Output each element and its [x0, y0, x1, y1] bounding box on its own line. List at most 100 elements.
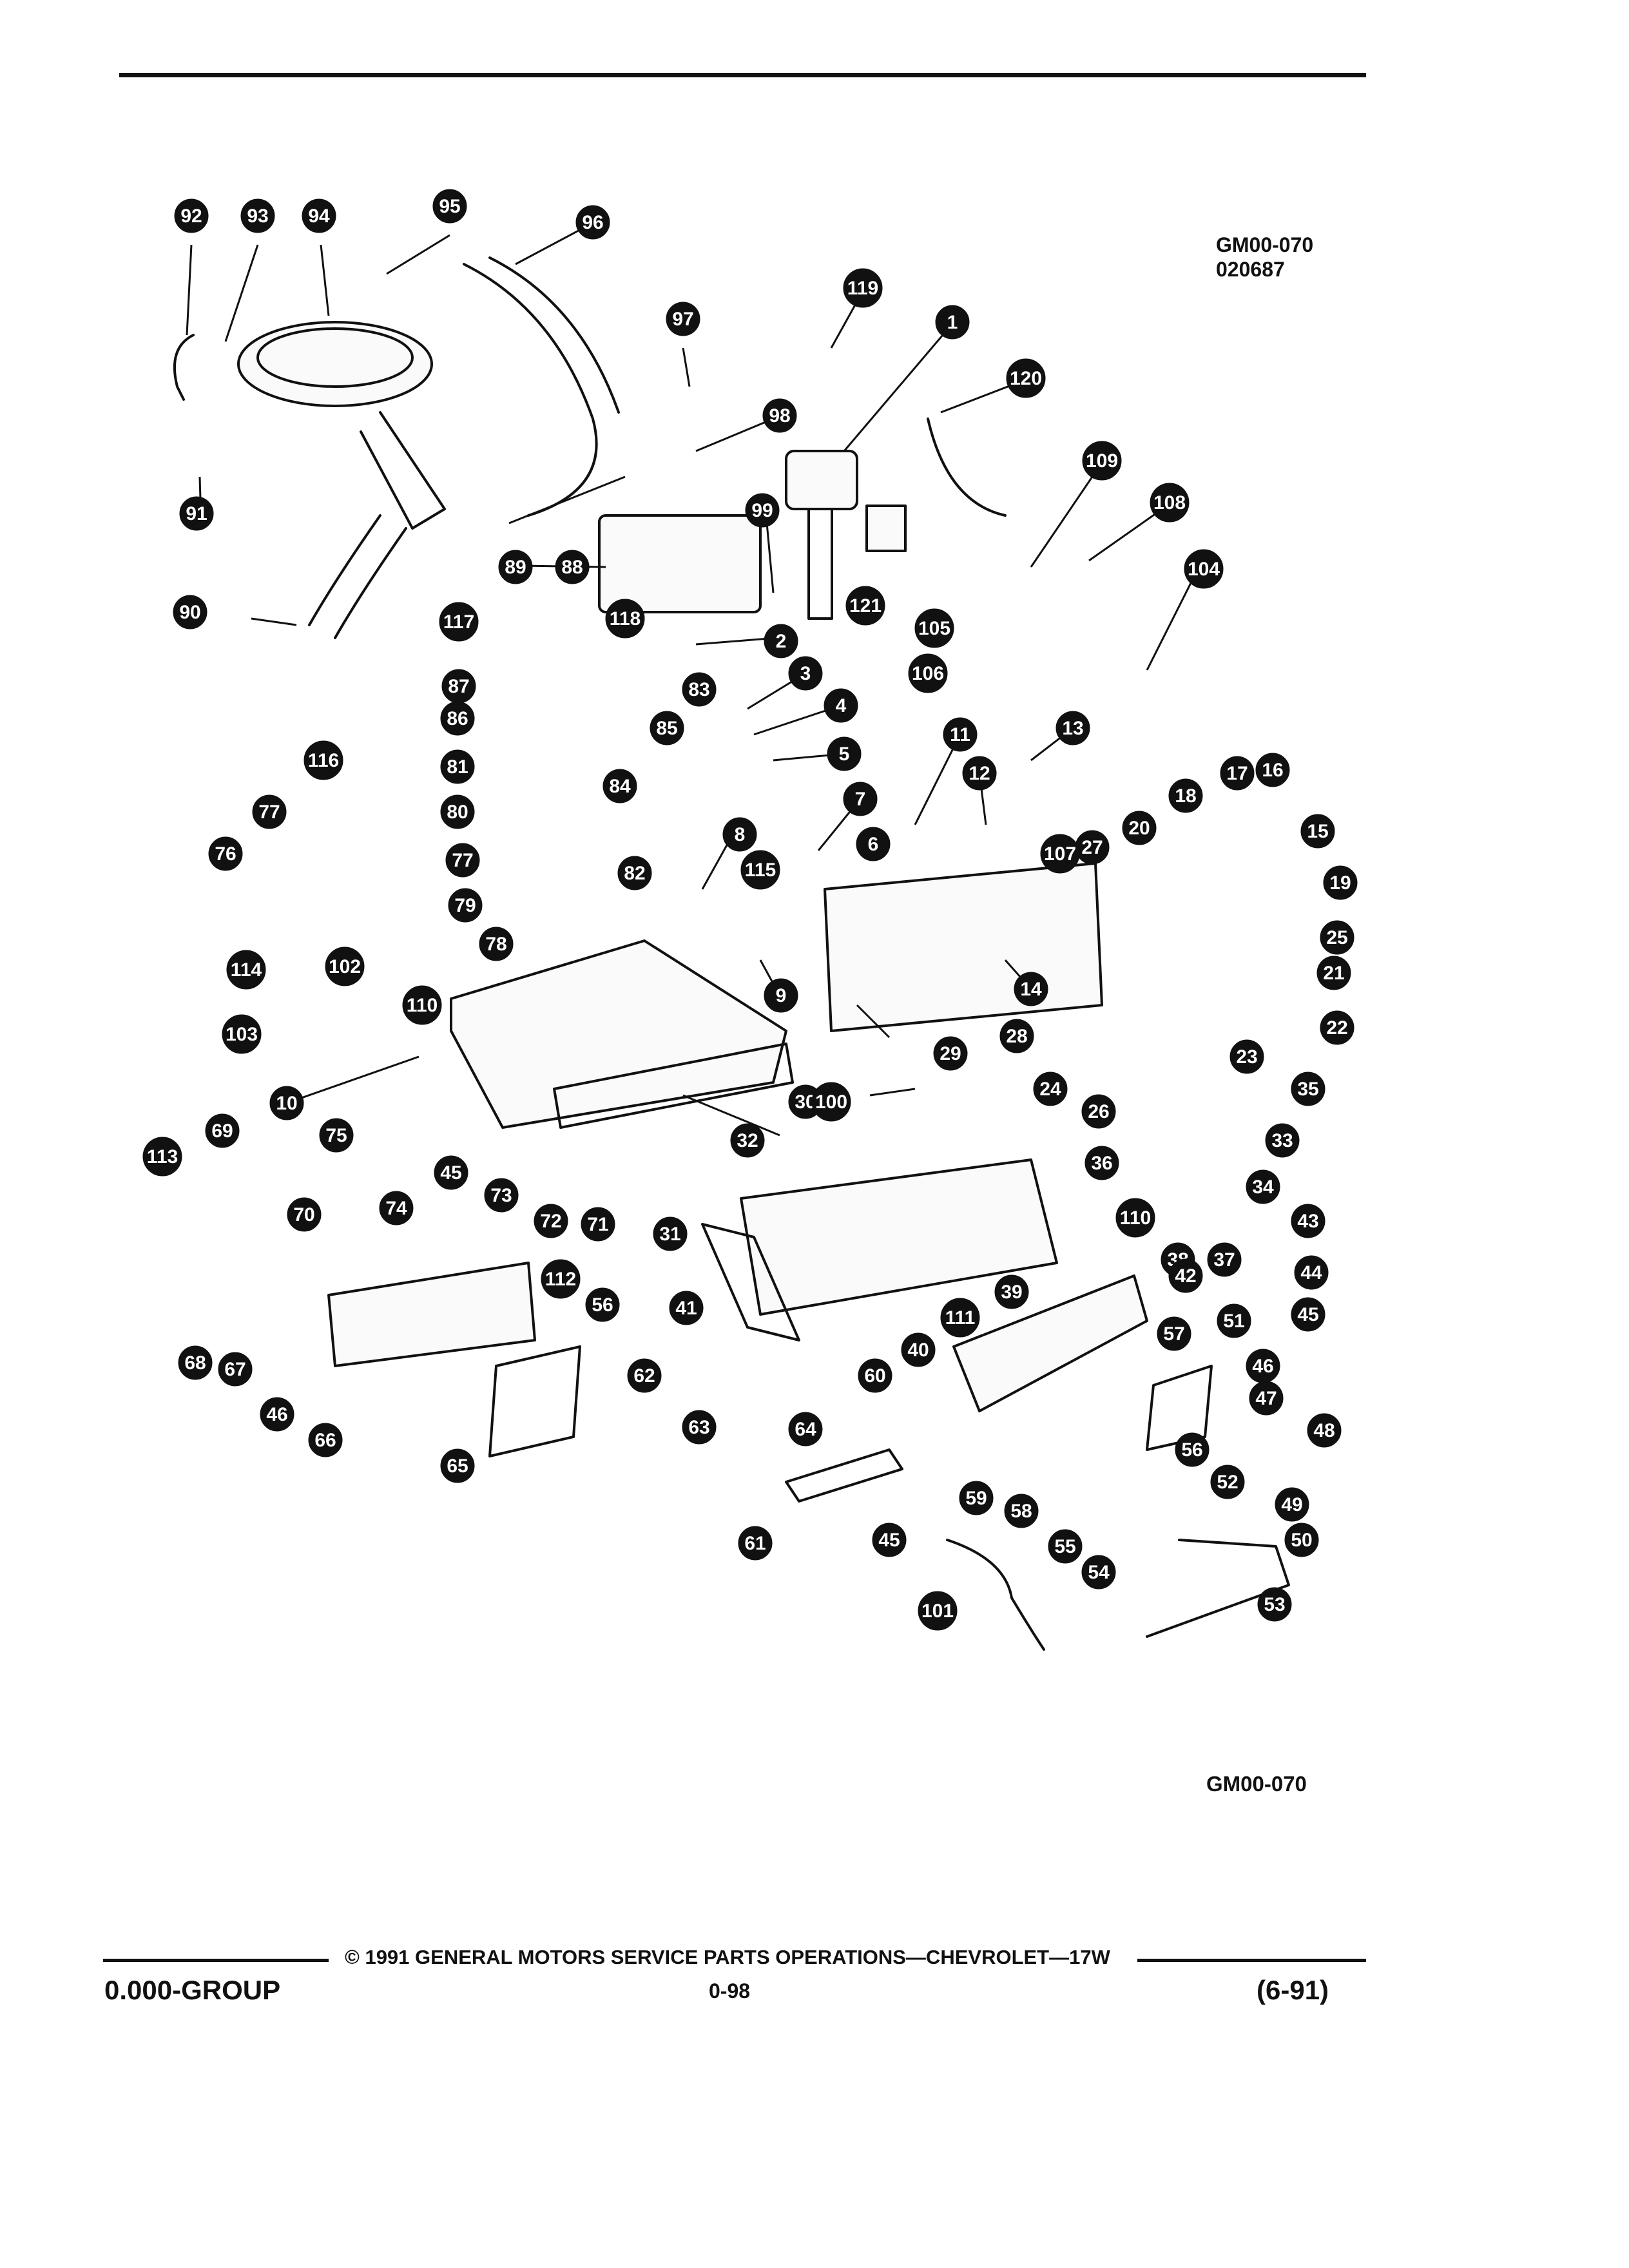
callout-15: 15 — [1300, 814, 1335, 849]
callout-circle — [1210, 1465, 1245, 1499]
ignition-coil — [865, 505, 907, 552]
callout-circle — [1207, 1242, 1242, 1277]
callout-circle — [1320, 1010, 1354, 1045]
callout-label: 39 — [1001, 1282, 1022, 1303]
callout-circle — [1157, 1316, 1191, 1351]
callout-circle — [1246, 1169, 1280, 1204]
callout-label: 15 — [1307, 821, 1328, 842]
callout-circle — [1048, 1529, 1083, 1564]
callout-circle — [1168, 1258, 1203, 1293]
callout-label: 56 — [1181, 1439, 1202, 1461]
callout-86: 86 — [440, 701, 475, 736]
callout-90: 90 — [173, 595, 207, 629]
callout-label: 102 — [329, 956, 361, 977]
exhaust-manifold-right — [952, 1274, 1148, 1412]
callout-circle — [555, 550, 590, 584]
callout-111: 111 — [940, 1298, 980, 1338]
callout-label: 79 — [454, 895, 476, 916]
callout-102: 102 — [325, 947, 365, 986]
callout-115: 115 — [740, 850, 780, 890]
callout-110: 110 — [1115, 1198, 1155, 1238]
callout-circle — [682, 672, 717, 707]
callout-circle — [1320, 920, 1354, 955]
carburetor — [598, 514, 762, 613]
ignition-harness — [927, 418, 1007, 517]
callout-circle — [1033, 1072, 1068, 1106]
callout-circle — [845, 586, 885, 626]
callout-70: 70 — [287, 1197, 322, 1232]
callout-label: 108 — [1153, 492, 1186, 514]
callout-label: 2 — [776, 631, 787, 652]
callout-label: 20 — [1128, 818, 1150, 839]
callout-label: 110 — [407, 995, 438, 1016]
callout-circle — [933, 1036, 968, 1071]
callout-110: 110 — [402, 985, 442, 1025]
callout-circle — [142, 1137, 182, 1177]
callout-label: 64 — [795, 1419, 816, 1440]
callout-label: 68 — [184, 1352, 206, 1374]
callout-11: 11 — [943, 717, 978, 752]
callout-label: 86 — [447, 708, 468, 729]
callout-circle — [226, 950, 266, 990]
callout-label: 33 — [1271, 1130, 1293, 1151]
callout-label: 45 — [878, 1530, 900, 1551]
callout-104: 104 — [1184, 549, 1224, 589]
callout-label: 45 — [1297, 1304, 1318, 1325]
callout-label: 78 — [485, 934, 506, 955]
callout-circle — [479, 927, 514, 961]
callout-29: 29 — [933, 1036, 968, 1071]
callout-96: 96 — [575, 205, 610, 240]
callout-circle — [843, 782, 878, 816]
callout-circle — [434, 1155, 468, 1190]
callout-114: 114 — [226, 950, 266, 990]
callout-33: 33 — [1265, 1123, 1300, 1158]
callout-label: 90 — [179, 602, 200, 623]
callout-circle — [1255, 753, 1290, 787]
callout-label: 50 — [1291, 1530, 1312, 1551]
callout-label: 52 — [1217, 1472, 1238, 1493]
callout-circle — [173, 595, 207, 629]
callout-label: 28 — [1006, 1026, 1027, 1047]
callout-4: 4 — [824, 688, 858, 723]
callout-107: 107 — [1040, 834, 1080, 874]
callout-label: 25 — [1326, 927, 1347, 948]
callout-89: 89 — [498, 550, 533, 584]
callout-74: 74 — [379, 1191, 414, 1225]
callout-label: 53 — [1264, 1594, 1285, 1615]
callout-label: 32 — [737, 1130, 758, 1151]
callout-label: 66 — [314, 1430, 336, 1451]
figure-code: GM00-070 — [1216, 233, 1314, 256]
callout-3: 3 — [788, 656, 823, 691]
callout-65: 65 — [440, 1448, 475, 1483]
callout-82: 82 — [617, 856, 652, 890]
callout-label: 73 — [490, 1185, 512, 1206]
callout-label: 67 — [224, 1359, 246, 1380]
callout-label: 110 — [1120, 1207, 1151, 1229]
callout-label: 88 — [561, 557, 583, 578]
callout-14: 14 — [1014, 972, 1048, 1006]
callout-label: 31 — [659, 1224, 680, 1245]
callout-109: 109 — [1082, 441, 1122, 481]
callout-label: 114 — [231, 959, 262, 981]
callout-label: 37 — [1213, 1249, 1235, 1271]
callout-circle — [730, 1123, 765, 1158]
footer-group: 0.000-GROUP — [104, 1975, 281, 2005]
callout-label: 119 — [847, 278, 878, 299]
callout-circle — [287, 1197, 322, 1232]
callout-label: 74 — [385, 1198, 407, 1219]
footer-page-number: 0-98 — [709, 1979, 751, 2003]
callout-label: 35 — [1297, 1079, 1318, 1100]
callout-label: 77 — [258, 802, 280, 823]
callout-circle — [208, 836, 243, 871]
callout-label: 115 — [745, 860, 776, 881]
callout-circle — [534, 1204, 568, 1238]
callout-8: 8 — [722, 817, 757, 852]
callout-label: 91 — [186, 503, 207, 524]
callout-19: 19 — [1323, 865, 1358, 900]
callout-112: 112 — [541, 1259, 581, 1299]
callout-105: 105 — [914, 608, 954, 648]
callout-label: 81 — [447, 756, 468, 778]
callout-label: 56 — [592, 1294, 613, 1316]
callout-label: 83 — [688, 679, 709, 700]
callout-label: 41 — [675, 1298, 697, 1319]
